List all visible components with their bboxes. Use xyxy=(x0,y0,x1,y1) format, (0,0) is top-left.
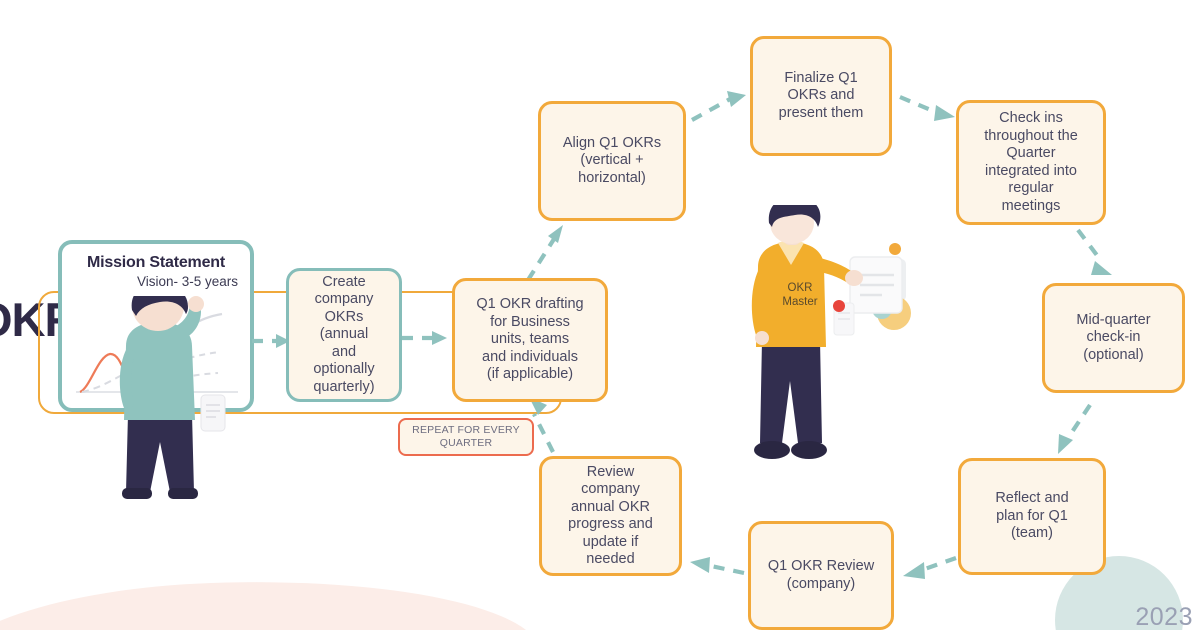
node-q1-okr-drafting[interactable]: Q1 OKR drafting for Business units, team… xyxy=(452,278,608,402)
presenter-illustration xyxy=(119,296,204,499)
repeat-tag-label: REPEAT FOR EVERY QUARTER xyxy=(412,424,520,449)
node-label: Q1 OKR Review (company) xyxy=(767,558,875,592)
node-label: Check ins throughout the Quarter integra… xyxy=(984,110,1078,214)
arrow-checkins-to-midquarter xyxy=(1076,228,1112,275)
node-label: Align Q1 OKRs (vertical + horizontal) xyxy=(562,134,662,186)
node-reflect-plan-q1[interactable]: Reflect and plan for Q1 (team) xyxy=(958,458,1106,575)
node-finalize-q1-okrs[interactable]: Finalize Q1 OKRs and present them xyxy=(750,36,892,156)
arrow-align-to-finalize xyxy=(690,91,746,122)
arrow-reflect-to-review xyxy=(903,556,957,579)
node-review-annual-progress[interactable]: Review company annual OKR progress and u… xyxy=(539,456,682,576)
node-mid-quarter-check-in[interactable]: Mid-quarter check-in (optional) xyxy=(1042,283,1185,393)
paper-sheet-icon xyxy=(200,394,226,432)
okr-master-label: OKR Master xyxy=(782,282,818,308)
repeat-for-every-quarter-tag: REPEAT FOR EVERY QUARTER xyxy=(398,418,534,456)
okr-master-illustration xyxy=(751,205,911,459)
year-label: 2023 xyxy=(1135,603,1193,630)
node-label: Mid-quarter check-in (optional) xyxy=(1076,311,1151,363)
node-label: Review company annual OKR progress and u… xyxy=(568,463,653,568)
node-align-q1-okrs[interactable]: Align Q1 OKRs (vertical + horizontal) xyxy=(538,101,686,221)
pink-wave-decoration xyxy=(0,571,542,630)
mission-statement-subtitle: Vision- 3-5 years xyxy=(136,274,238,289)
node-label: Q1 OKR drafting for Business units, team… xyxy=(476,296,584,383)
node-label: Create company OKRs (annual and optional… xyxy=(313,273,375,395)
node-label: Reflect and plan for Q1 (team) xyxy=(995,490,1069,542)
node-label: Finalize Q1 OKRs and present them xyxy=(778,69,864,121)
node-q1-okr-review[interactable]: Q1 OKR Review (company) xyxy=(748,521,894,630)
arrow-midquarter-to-reflect xyxy=(1058,403,1092,454)
mission-statement-title: Mission Statement xyxy=(87,254,225,271)
arrow-drafting-to-align xyxy=(526,225,563,282)
arrow-finalize-to-checkins xyxy=(899,95,955,121)
node-check-ins-quarter[interactable]: Check ins throughout the Quarter integra… xyxy=(956,100,1106,225)
arrow-review-to-annual xyxy=(690,557,745,576)
node-create-company-okrs[interactable]: Create company OKRs (annual and optional… xyxy=(286,268,402,402)
